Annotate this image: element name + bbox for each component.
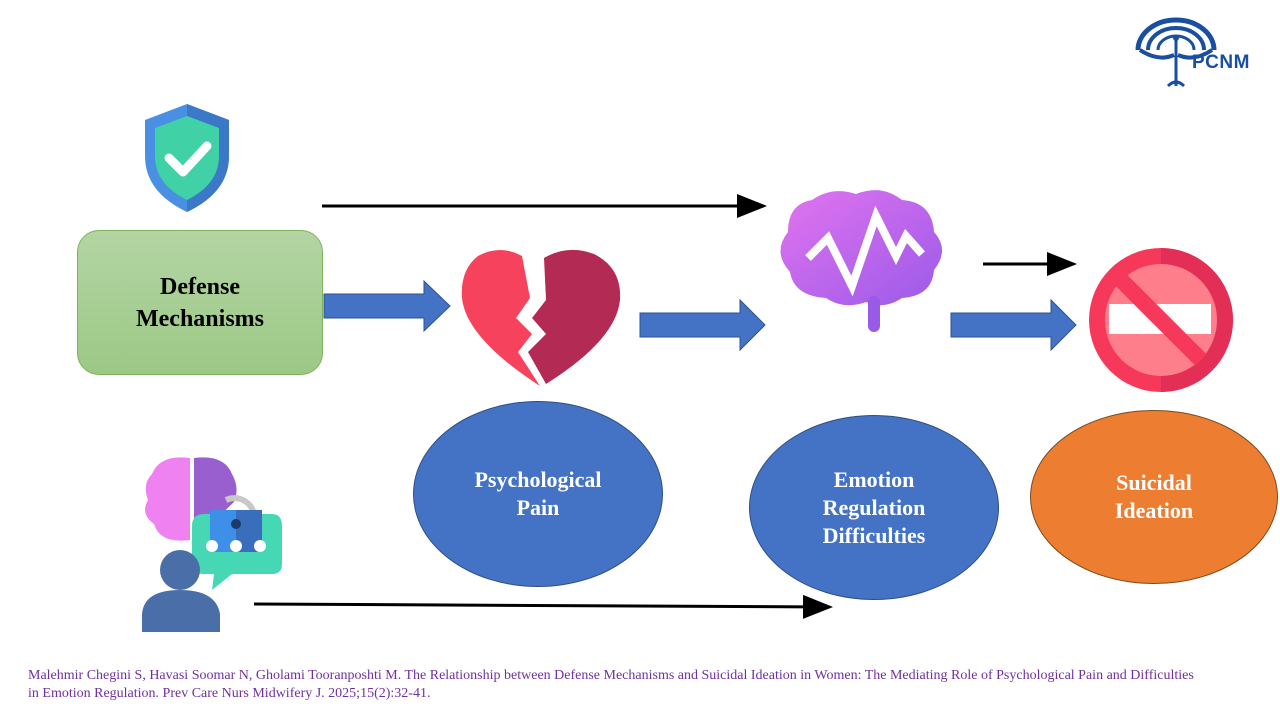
logo-text: PCNM — [1192, 52, 1250, 73]
citation: Malehmir Chegini S, Havasi Soomar N, Gho… — [28, 667, 1268, 703]
suicidal-label-line1: Suicidal — [1116, 470, 1192, 495]
block-arrow-defense-to-pain — [323, 279, 451, 333]
person-brain-lock-icon — [142, 457, 282, 632]
suicidal-label-line2: Ideation — [1114, 498, 1194, 523]
caduceus-logo-icon — [1135, 17, 1217, 88]
pain-label-line2: Pain — [516, 495, 560, 520]
pcnm-logo: PCNM — [1128, 0, 1280, 100]
citation-line2: in Emotion Regulation. Prev Care Nurs Mi… — [28, 686, 431, 701]
citation-line1: Malehmir Chegini S, Havasi Soomar N, Gho… — [28, 668, 1194, 683]
defense-label-line1: Defense — [160, 273, 240, 300]
shield-check-icon — [145, 104, 229, 212]
pain-label-line1: Psychological — [474, 467, 602, 492]
broken-heart-icon — [461, 249, 621, 386]
defense-label-line2: Mechanisms — [136, 305, 264, 332]
no-entry-icon — [1089, 248, 1233, 392]
emotion-label-line1: Emotion — [833, 466, 915, 492]
emotion-label-line3: Difficulties — [822, 522, 926, 548]
block-arrow-emotion-to-suicidal — [950, 298, 1077, 352]
emotion-label-line2: Regulation — [822, 494, 926, 520]
line-arrow-women-to-emotion — [253, 594, 833, 619]
brain-wave-icon — [780, 190, 942, 332]
block-arrow-pain-to-emotion — [639, 298, 766, 352]
